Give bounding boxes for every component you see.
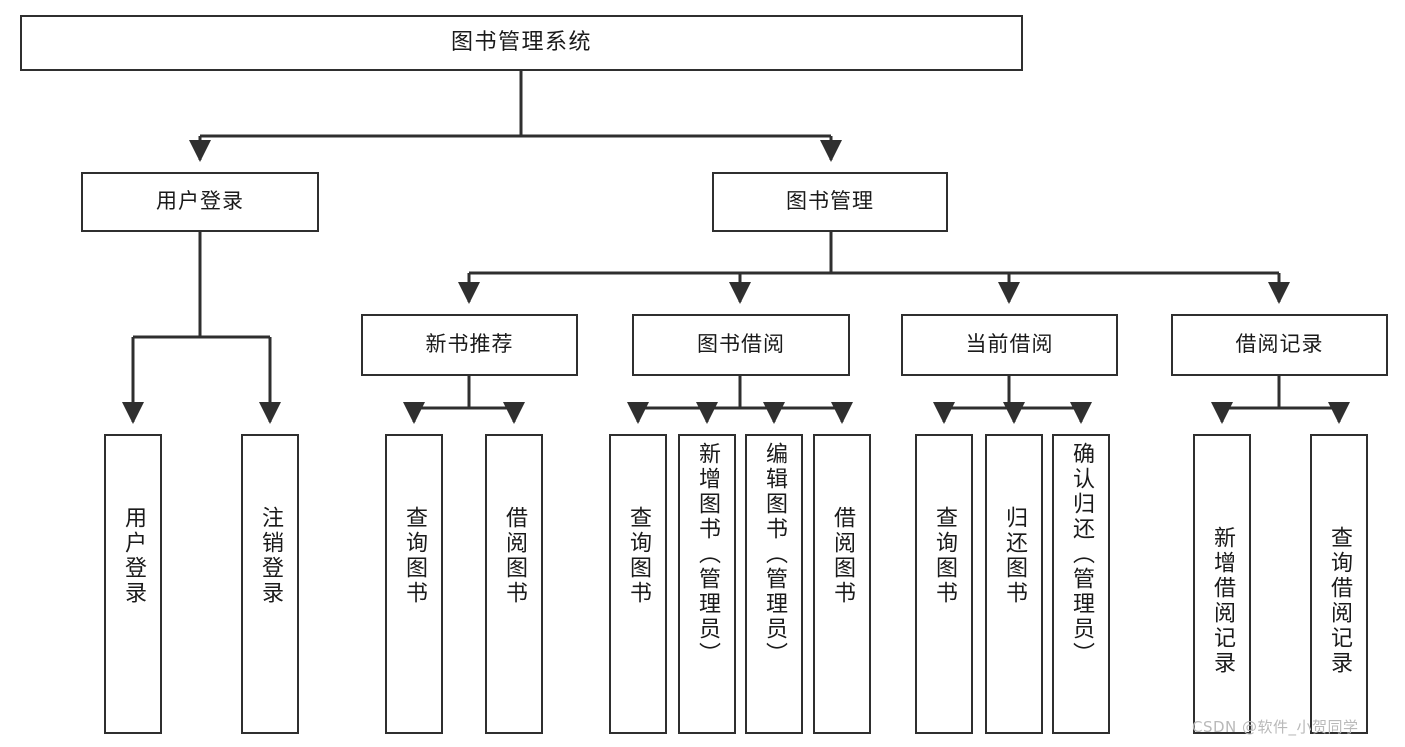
node-current-borrow-label: 当前借阅	[965, 332, 1054, 357]
node-leaf-confirm-return-admin[interactable]: 确认归还（管理员）	[1052, 434, 1110, 734]
node-root[interactable]: 图书管理系统	[20, 15, 1023, 71]
node-leaf-user-logout-label: 注销登录	[258, 506, 283, 606]
node-leaf-edit-book-admin-label: 编辑图书（管理员）	[762, 442, 787, 667]
node-leaf-query-book-3-label: 查询图书	[932, 506, 957, 606]
node-leaf-query-book-2-label: 查询图书	[626, 506, 651, 606]
node-leaf-query-book-3[interactable]: 查询图书	[915, 434, 973, 734]
node-borrow-record[interactable]: 借阅记录	[1171, 314, 1388, 376]
node-leaf-query-borrow-record-label: 查询借阅记录	[1327, 526, 1352, 676]
node-current-borrow[interactable]: 当前借阅	[901, 314, 1118, 376]
node-leaf-user-login-label: 用户登录	[121, 506, 146, 606]
node-leaf-user-login[interactable]: 用户登录	[104, 434, 162, 734]
node-user-login-label: 用户登录	[156, 189, 244, 214]
node-book-manage[interactable]: 图书管理	[712, 172, 948, 232]
node-new-book-recommend[interactable]: 新书推荐	[361, 314, 578, 376]
node-book-borrow[interactable]: 图书借阅	[632, 314, 850, 376]
node-leaf-confirm-return-admin-label: 确认归还（管理员）	[1069, 442, 1094, 667]
node-leaf-user-logout[interactable]: 注销登录	[241, 434, 299, 734]
node-leaf-query-book-1[interactable]: 查询图书	[385, 434, 443, 734]
node-borrow-record-label: 借阅记录	[1235, 332, 1324, 357]
node-leaf-add-book-admin[interactable]: 新增图书（管理员）	[678, 434, 736, 734]
node-leaf-query-book-1-label: 查询图书	[402, 506, 427, 606]
node-root-label: 图书管理系统	[450, 29, 592, 55]
node-book-manage-label: 图书管理	[786, 189, 874, 214]
node-book-borrow-label: 图书借阅	[697, 332, 785, 357]
node-new-book-recommend-label: 新书推荐	[425, 332, 514, 357]
node-leaf-return-book-label: 归还图书	[1002, 506, 1027, 606]
node-leaf-add-borrow-record-label: 新增借阅记录	[1210, 526, 1235, 676]
node-user-login[interactable]: 用户登录	[81, 172, 319, 232]
node-leaf-query-book-2[interactable]: 查询图书	[609, 434, 667, 734]
node-leaf-query-borrow-record[interactable]: 查询借阅记录	[1310, 434, 1368, 734]
node-leaf-edit-book-admin[interactable]: 编辑图书（管理员）	[745, 434, 803, 734]
node-leaf-borrow-book-1[interactable]: 借阅图书	[485, 434, 543, 734]
node-leaf-borrow-book-1-label: 借阅图书	[502, 506, 527, 606]
node-leaf-borrow-book-2[interactable]: 借阅图书	[813, 434, 871, 734]
node-leaf-add-book-admin-label: 新增图书（管理员）	[695, 442, 720, 667]
node-leaf-return-book[interactable]: 归还图书	[985, 434, 1043, 734]
csdn-watermark: CSDN @软件_小贺同学	[1192, 718, 1359, 736]
node-leaf-add-borrow-record[interactable]: 新增借阅记录	[1193, 434, 1251, 734]
node-leaf-borrow-book-2-label: 借阅图书	[830, 506, 855, 606]
